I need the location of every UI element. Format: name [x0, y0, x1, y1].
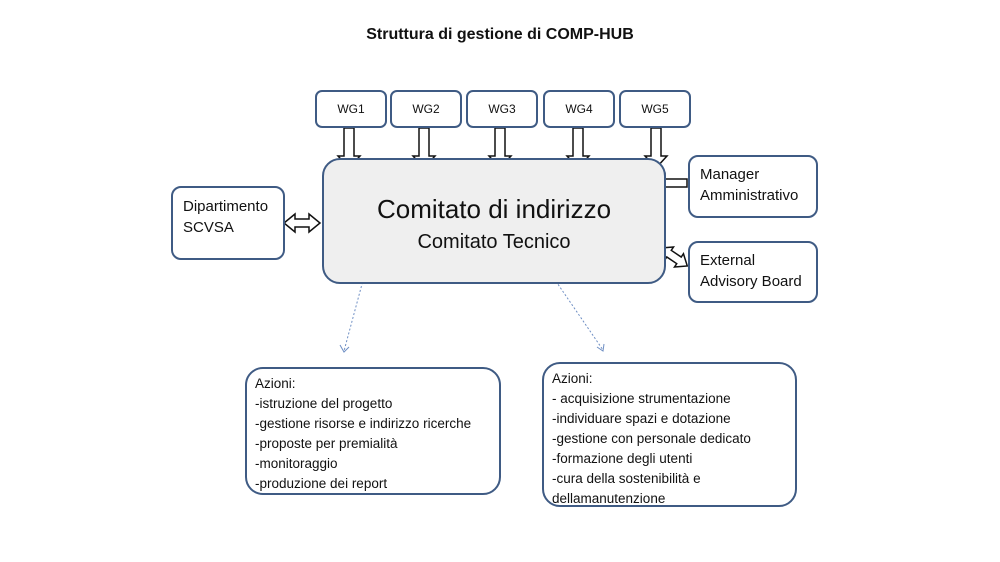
- actions-left-item: -monitoraggio: [255, 456, 338, 471]
- central-subtitle: Comitato Tecnico: [417, 231, 571, 253]
- department-line1: Dipartimento: [183, 198, 269, 215]
- actions-left-item: -istruzione del progetto: [255, 396, 393, 411]
- advisory-line1: External: [700, 252, 756, 269]
- actions-box-left: Azioni: -istruzione del progetto -gestio…: [245, 367, 501, 495]
- wg4-label: WG4: [565, 102, 593, 116]
- wg5-box: WG5: [619, 90, 691, 128]
- diagram-title: Struttura di gestione di COMP-HUB: [366, 26, 634, 43]
- actions-right-item: -gestione con personale dedicato: [552, 431, 751, 446]
- central-title: Comitato di indirizzo: [376, 194, 612, 224]
- actions-left-item: -gestione risorse e indirizzo ricerche: [255, 416, 472, 431]
- actions-right-item: -formazione degli utenti: [552, 451, 693, 466]
- department-box: Dipartimento SCVSA: [171, 186, 285, 260]
- central-committee-box: Comitato di indirizzo Comitato Tecnico: [322, 158, 666, 284]
- wg3-label: WG3: [488, 102, 516, 116]
- manager-line1: Manager: [700, 166, 760, 183]
- manager-box: Manager Amministrativo: [688, 155, 818, 218]
- wg1-box: WG1: [315, 90, 387, 128]
- left-double-arrow: [282, 212, 322, 234]
- actions-right-item: dellamanutenzione: [552, 491, 666, 506]
- actions-box-right: Azioni: - acquisizione strumentazione -i…: [542, 362, 797, 507]
- wg2-box: WG2: [390, 90, 462, 128]
- wg3-box: WG3: [466, 90, 538, 128]
- department-line2: SCVSA: [183, 219, 234, 236]
- dotted-arrow-right: [539, 257, 604, 351]
- wg1-label: WG1: [337, 102, 365, 116]
- wg4-box: WG4: [543, 90, 615, 128]
- actions-right-item: -individuare spazi e dotazione: [552, 411, 731, 426]
- wg2-label: WG2: [412, 102, 440, 116]
- actions-left-item: -proposte per premialità: [255, 436, 398, 451]
- actions-right-item: - acquisizione strumentazione: [552, 391, 731, 406]
- manager-line2: Amministrativo: [700, 187, 799, 204]
- actions-right-heading: Azioni:: [552, 371, 593, 386]
- advisory-double-arrow: [659, 246, 689, 268]
- advisory-line2: Advisory Board: [700, 273, 802, 290]
- actions-right-item: -cura della sostenibilità e: [552, 471, 701, 486]
- actions-left-heading: Azioni:: [255, 376, 296, 391]
- wg5-label: WG5: [641, 102, 669, 116]
- advisory-board-box: External Advisory Board: [688, 241, 818, 303]
- actions-left-item: -produzione dei report: [255, 476, 388, 491]
